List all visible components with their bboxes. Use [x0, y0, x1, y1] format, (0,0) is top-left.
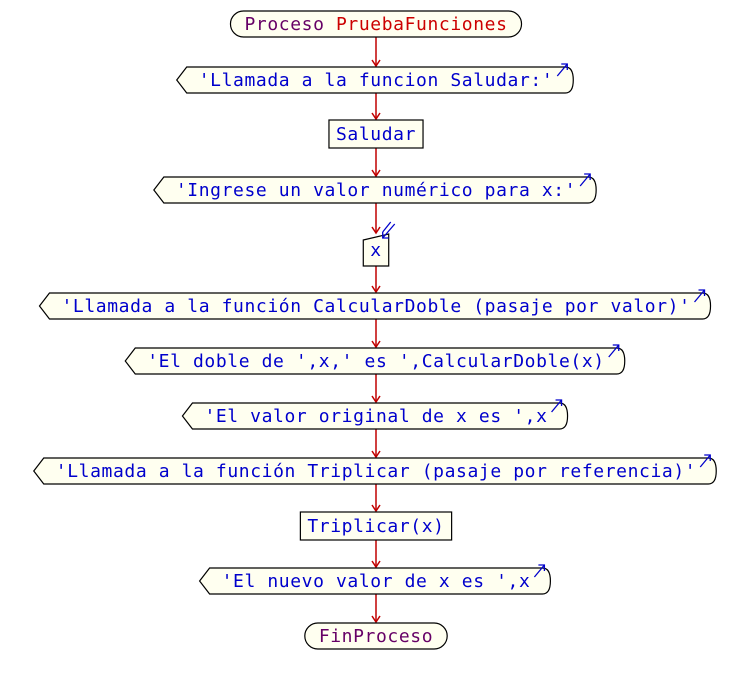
output-step-7-label: 'El valor original de x es ',x [204, 406, 547, 427]
output-step-3: 'Ingrese un valor numérico para x:' [153, 173, 597, 204]
input-step-4: x [362, 221, 396, 267]
flow-arrow [371, 594, 381, 624]
flow-arrow [371, 37, 381, 68]
start-terminal-shape [229, 10, 523, 38]
output-arrow-icon [608, 344, 620, 358]
flow-arrow [371, 484, 381, 513]
output-arrow-icon [694, 289, 706, 303]
flow-shapes: Proceso PruebaFunciones 'Llamada a la fun… [33, 10, 717, 650]
output-step-3-label: 'Ingrese un valor numérico para x:' [176, 180, 576, 201]
flow-arrows [371, 37, 381, 624]
output-step-1-label: 'Llamada a la funcion Saludar:' [199, 70, 554, 91]
output-step-5: 'Llamada a la función CalcularDoble (pas… [38, 289, 712, 320]
start-terminal-label: Proceso PruebaFunciones [244, 14, 507, 35]
end-terminal-shape [304, 622, 448, 650]
input-step-4-shape [362, 233, 390, 267]
output-step-6-label: 'El doble de ',x,' es ',CalcularDoble(x) [147, 351, 604, 372]
output-arrow-icon [551, 399, 563, 413]
output-step-6: 'El doble de ',x,' es ',CalcularDoble(x) [124, 344, 626, 375]
flow-arrow [371, 266, 381, 294]
process-step-2: Saludar [328, 119, 424, 149]
end-terminal-label: FinProceso [319, 626, 433, 647]
flow-arrow [371, 429, 381, 459]
process-step-9: Triplicar(x) [299, 511, 453, 541]
flow-arrow [371, 319, 381, 349]
output-arrow-icon [533, 564, 546, 578]
output-step-1: 'Llamada a la funcion Saludar:' [175, 63, 574, 94]
process-step-9-shape [299, 511, 453, 541]
output-step-10: 'El nuevo valor de x es ',x [198, 564, 551, 595]
input-step-4-label: x [370, 240, 381, 261]
flow-arrow [371, 148, 381, 178]
flow-arrow [371, 203, 381, 235]
flow-arrow [371, 374, 381, 404]
process-step-9-label: Triplicar(x) [307, 516, 444, 537]
output-arrow-icon [556, 63, 568, 77]
output-arrow-icon [579, 173, 591, 187]
output-step-10-label: 'El nuevo valor de x es ',x [222, 571, 531, 592]
output-step-8-label: 'Llamada a la función Triplicar (pasaje … [56, 461, 696, 482]
process-step-2-shape [328, 119, 424, 149]
flow-arrow [371, 93, 381, 121]
process-step-2-label: Saludar [336, 124, 416, 145]
flow-arrow [371, 540, 381, 569]
output-step-8: 'Llamada a la función Triplicar (pasaje … [33, 454, 717, 485]
output-step-5-label: 'Llamada a la función CalcularDoble (pas… [61, 296, 690, 317]
output-arrow-icon [699, 454, 711, 468]
end-terminal: FinProceso [304, 622, 448, 650]
output-step-7: 'El valor original de x es ',x [181, 399, 569, 430]
input-arrow-icon [382, 221, 396, 239]
start-terminal: Proceso PruebaFunciones [229, 10, 523, 38]
